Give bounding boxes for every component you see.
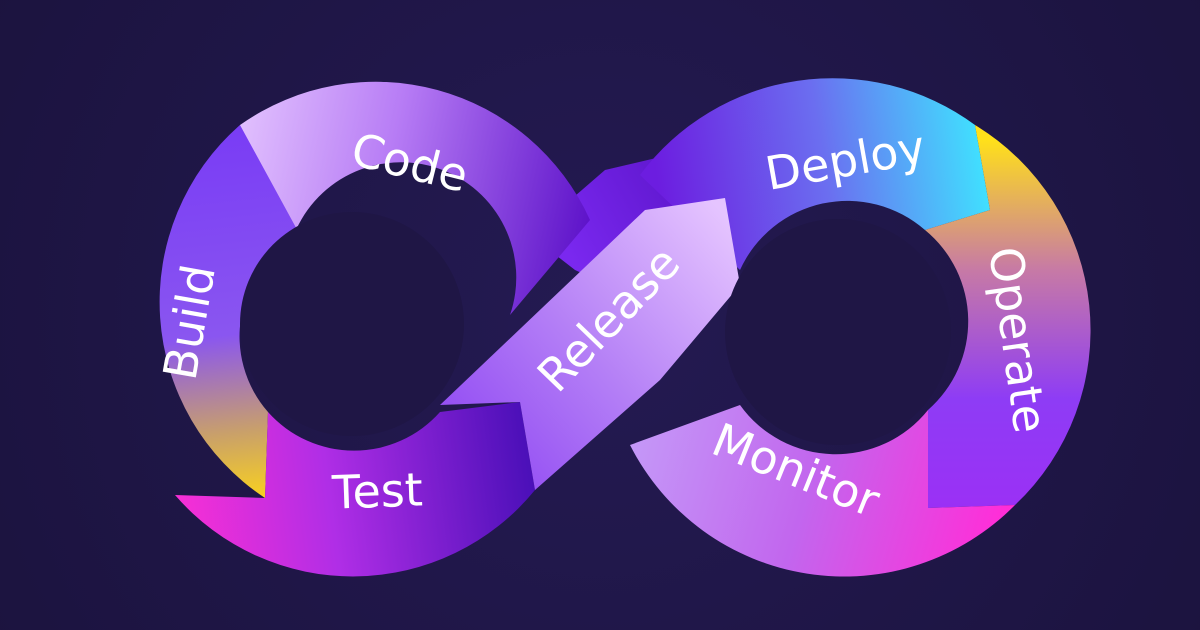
segment-operate xyxy=(925,125,1091,508)
segment-build xyxy=(159,125,300,498)
right-loop-hole xyxy=(725,219,951,445)
segment-code xyxy=(210,81,590,315)
left-loop-hole xyxy=(240,212,464,436)
segment-monitor xyxy=(630,405,1015,577)
segment-test xyxy=(175,402,535,577)
segment-release-arrow xyxy=(440,198,740,490)
label-test: Test xyxy=(330,462,423,519)
